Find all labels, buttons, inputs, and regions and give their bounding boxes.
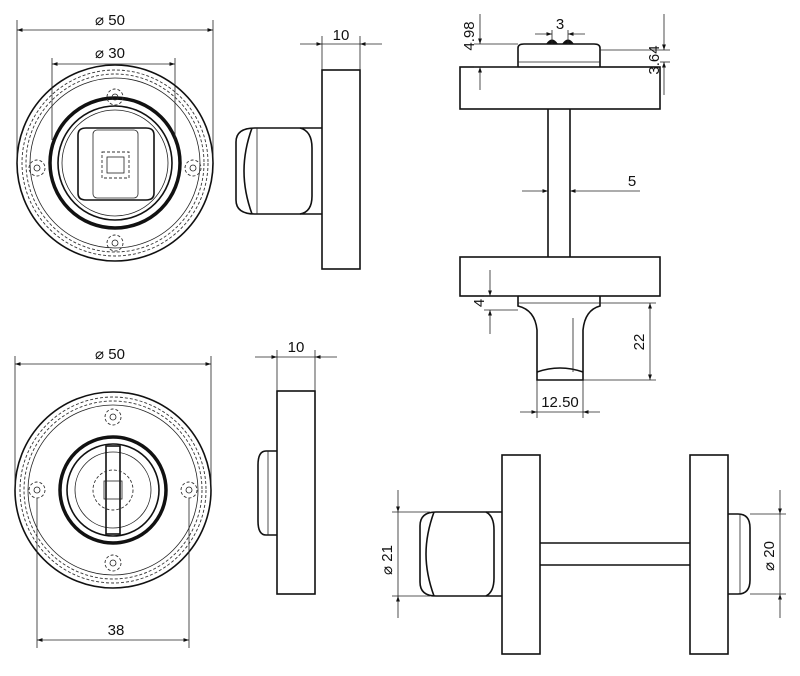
- dim-label: 3: [556, 16, 564, 33]
- dim-section-release-offset: 4: [471, 270, 518, 334]
- dim-label: ⌀ 21: [379, 545, 396, 575]
- dim-bottom-outer-dia: ⌀ 50: [14, 346, 212, 490]
- dim-section-release-width: 12.50: [520, 380, 600, 418]
- dim-assembly-knob-dia: ⌀ 21: [379, 490, 430, 618]
- dim-label: 4.98: [461, 21, 478, 50]
- section-view: [459, 39, 661, 381]
- dim-section-rose-offset: 3.64: [600, 14, 670, 95]
- dim-bottom-hole-spacing: 38: [36, 498, 190, 648]
- dim-label: ⌀ 20: [761, 541, 778, 571]
- dim-label: 10: [288, 339, 305, 356]
- dim-top-inner-dia: ⌀ 30: [51, 45, 176, 140]
- dim-top-outer-dia: ⌀ 50: [16, 12, 214, 163]
- dim-label: 12.50: [541, 394, 579, 411]
- dim-label: 22: [631, 334, 648, 351]
- dim-assembly-release-dia: ⌀ 20: [750, 490, 786, 618]
- dim-label: 10: [333, 27, 350, 44]
- dim-section-release-length: 22: [583, 302, 656, 381]
- front-view-release-rose: [14, 391, 212, 589]
- dim-section-slot: 3: [535, 16, 585, 44]
- dim-label: 38: [108, 622, 125, 639]
- dim-bottom-side-thickness: 10: [255, 339, 337, 391]
- dim-label: 3.64: [646, 45, 663, 74]
- assembly-view: [419, 454, 751, 655]
- dim-section-knob-height: 4.98: [461, 14, 518, 90]
- dim-label: 4: [471, 299, 488, 307]
- side-view-turn: [235, 69, 361, 270]
- dim-label: ⌀ 30: [95, 45, 125, 62]
- dim-top-side-thickness: 10: [300, 27, 382, 70]
- dim-label: ⌀ 50: [95, 346, 125, 363]
- screw-hole-icon: [28, 408, 198, 572]
- front-view-turn-rose: [16, 64, 214, 262]
- side-view-release: [257, 390, 316, 595]
- dim-section-spindle: 5: [522, 173, 640, 193]
- dim-label: ⌀ 50: [95, 12, 125, 29]
- screw-hole-icon: [28, 88, 202, 252]
- dim-label: 5: [628, 173, 636, 190]
